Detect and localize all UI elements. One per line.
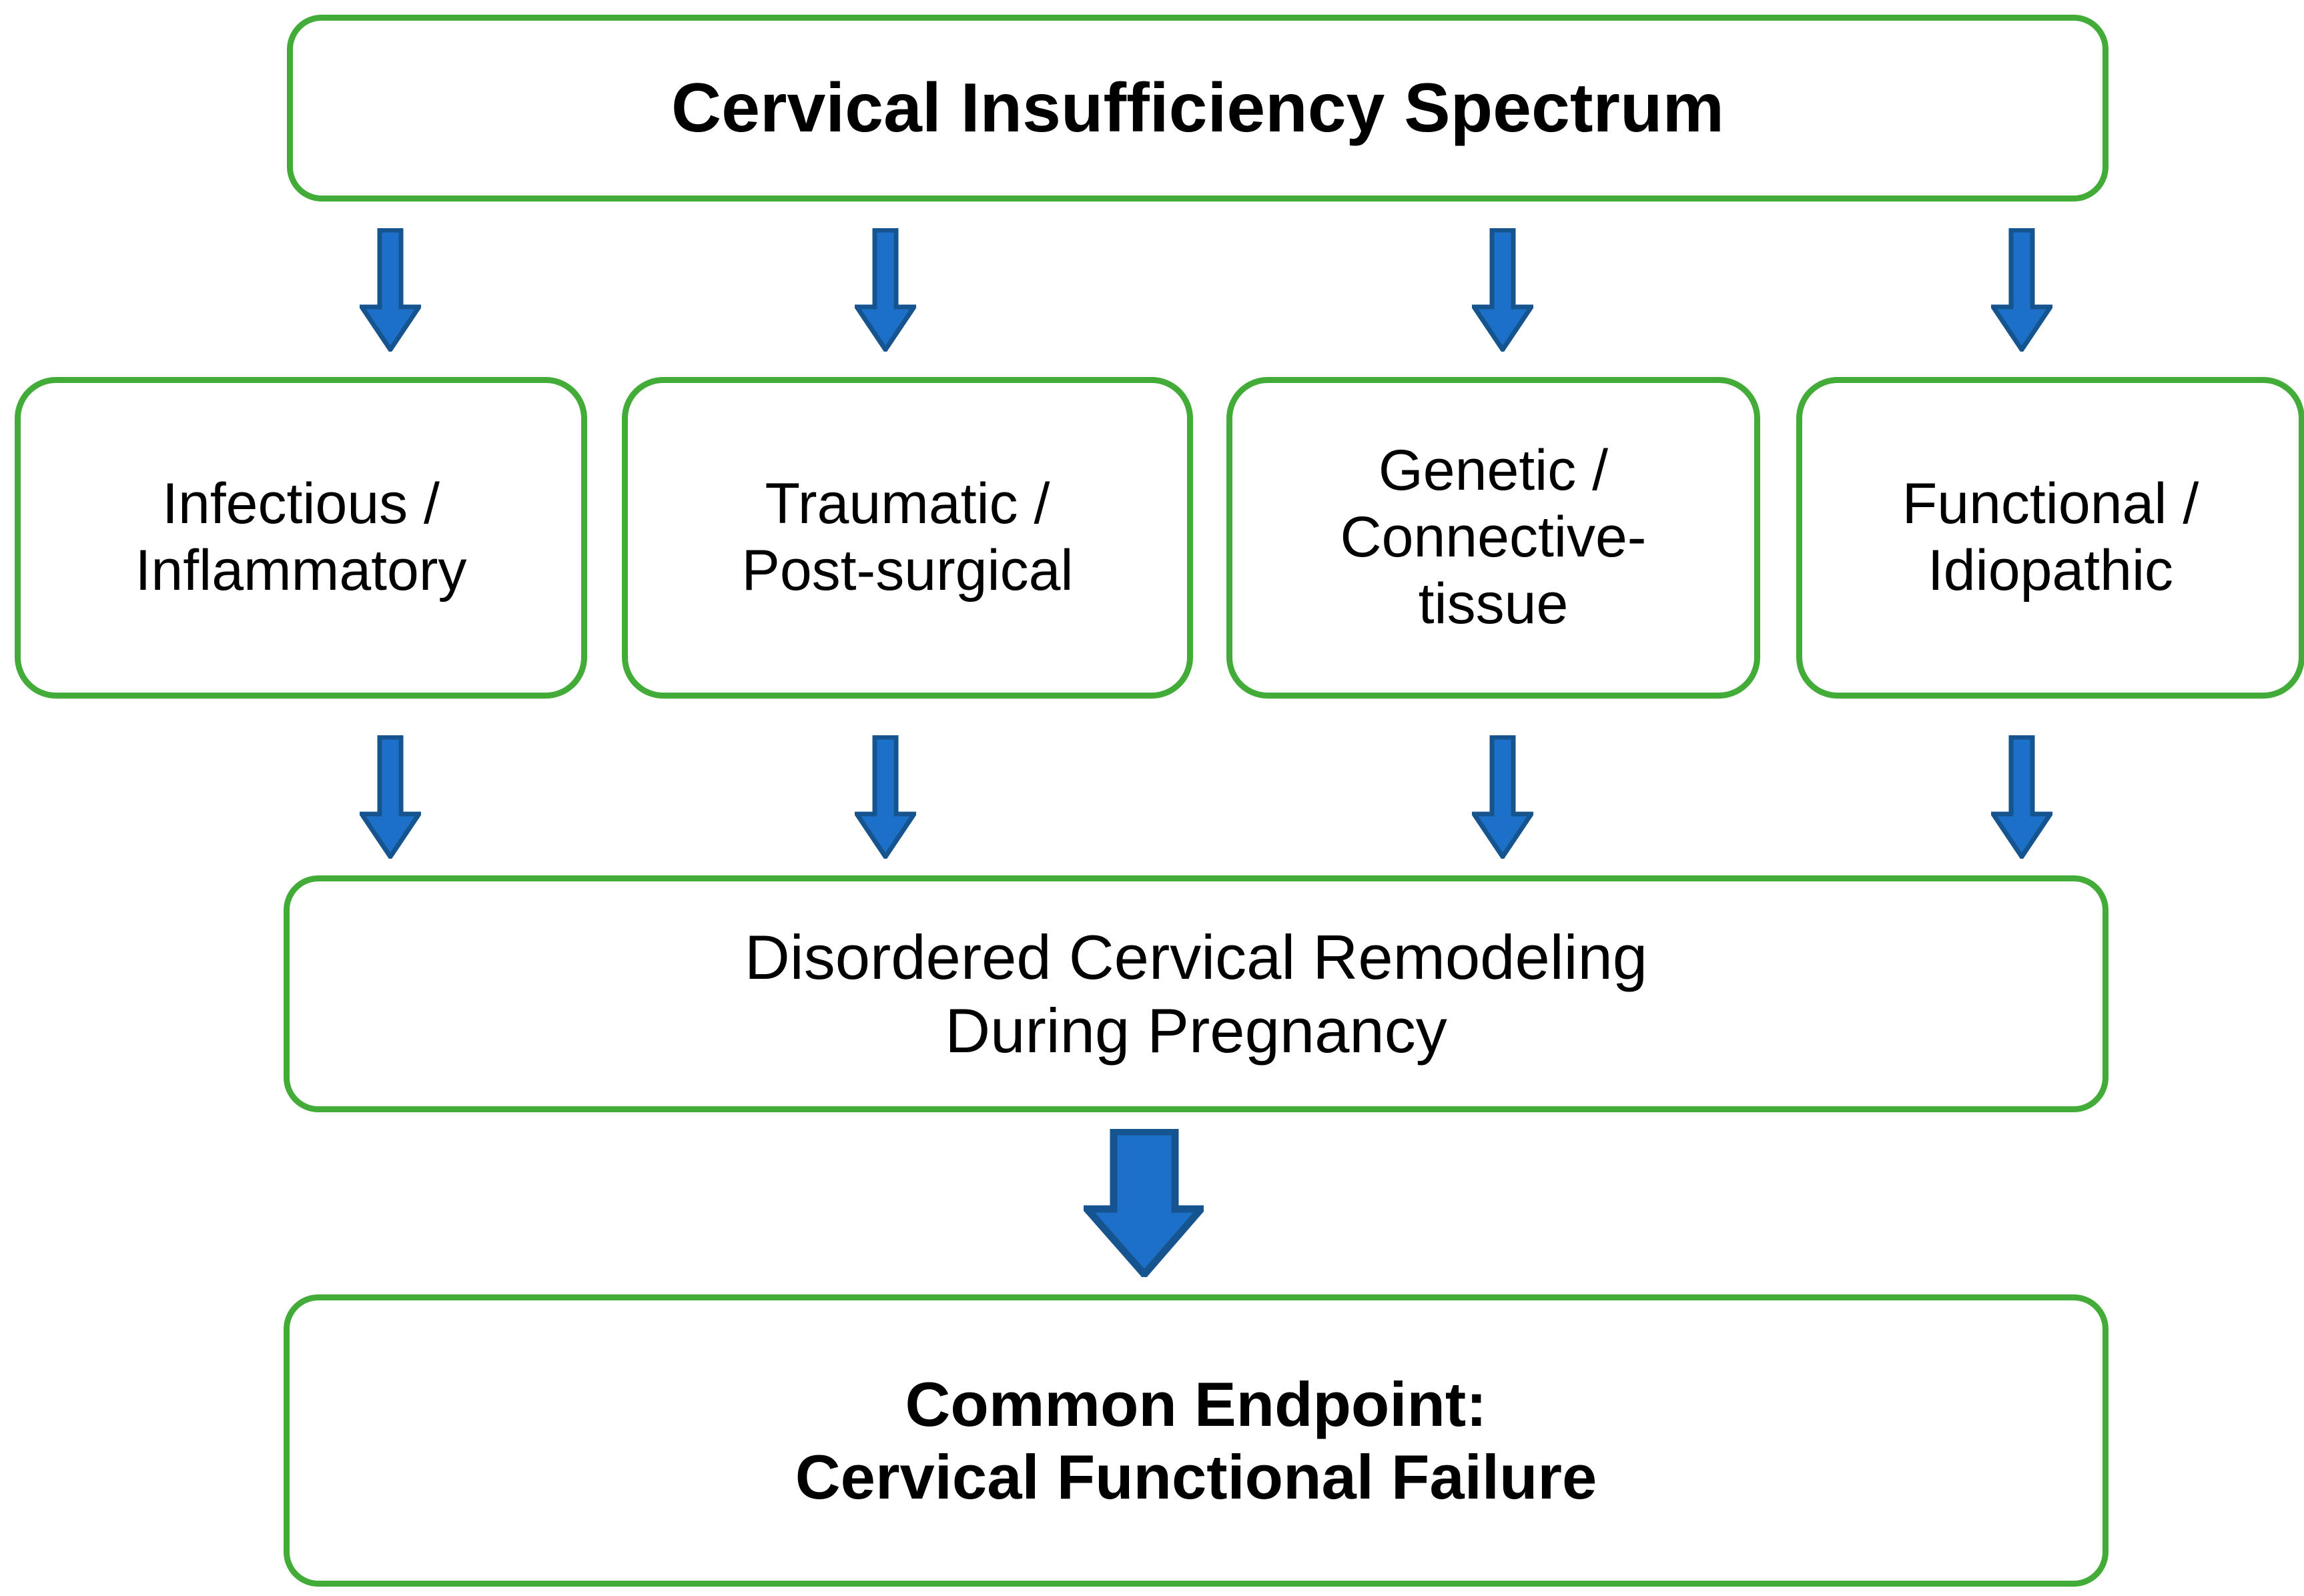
node-cervical-insufficiency-spectrum: Cervical Insufficiency Spectrum	[287, 15, 2108, 202]
arrow-down-icon-genetic-to-remodeling	[1472, 735, 1533, 859]
arrow-down-icon-title-to-genetic	[1472, 228, 1533, 352]
arrow-down-icon-functional-to-remodeling	[1991, 735, 2052, 859]
node-infectious-inflammatory: Infectious / Inflammatory	[15, 377, 587, 699]
arrow-down-icon-title-to-infectious	[360, 228, 421, 352]
node-disordered-cervical-remodeling: Disordered Cervical Remodeling During Pr…	[284, 875, 2108, 1112]
node-common-endpoint-cervical-functional-failure: Common Endpoint: Cervical Functional Fai…	[284, 1294, 2108, 1587]
node-traumatic-post-surgical: Traumatic / Post-surgical	[622, 377, 1193, 699]
arrow-down-icon-title-to-traumatic	[855, 228, 916, 352]
node-genetic-connective-tissue: Genetic / Connective- tissue	[1226, 377, 1760, 699]
arrow-down-icon-remodeling-to-endpoint	[1084, 1129, 1204, 1277]
arrow-down-icon-infectious-to-remodeling	[360, 735, 421, 859]
node-functional-idiopathic: Functional / Idiopathic	[1796, 377, 2304, 699]
arrow-down-icon-title-to-functional	[1991, 228, 2052, 352]
arrow-down-icon-traumatic-to-remodeling	[855, 735, 916, 859]
